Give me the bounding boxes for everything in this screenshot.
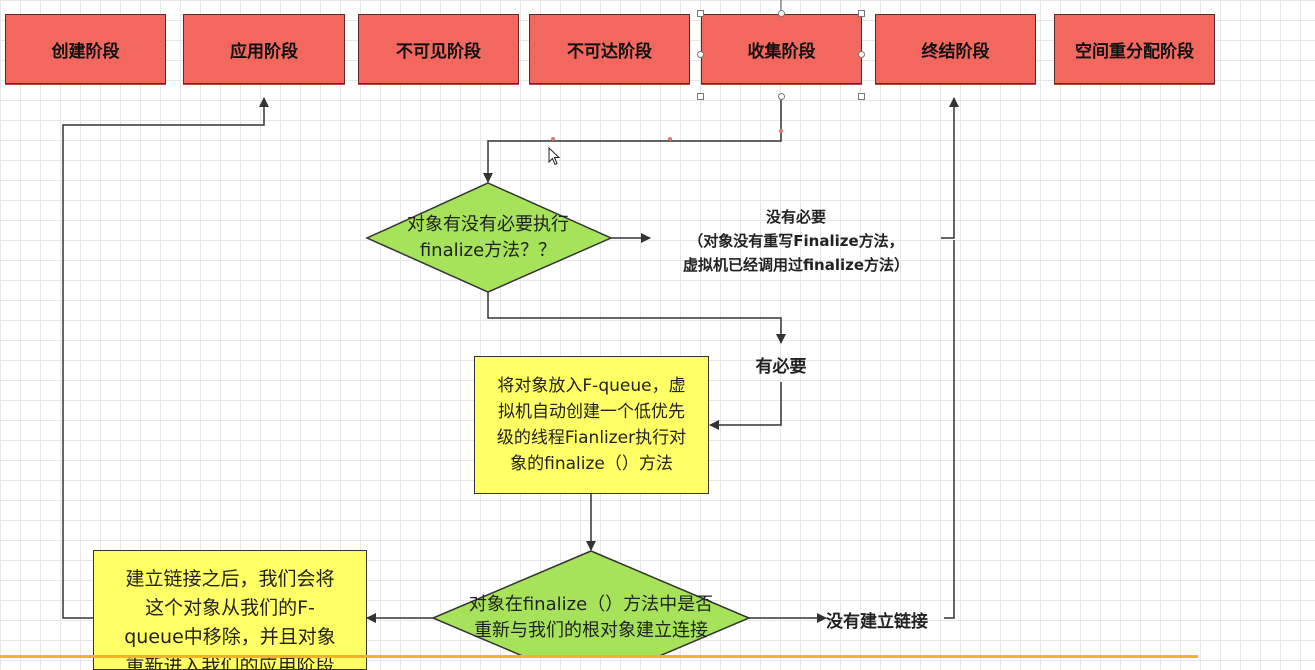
connector-no-need-to-terminate — [941, 97, 959, 239]
decision-2-text: 对象在finalize（）方法中是否 重新与我们的根对象建立连接 — [440, 592, 742, 644]
decision-2-line2: 重新与我们的根对象建立连接 — [474, 620, 708, 641]
selection-handle[interactable] — [858, 51, 865, 58]
no-link-label: 没有建立链接 — [826, 612, 928, 632]
no-need-label: 没有必要 （对象没有重写Finalize方法， 虚拟机已经调用过finalize… — [652, 205, 940, 277]
decision-2-line1: 对象在finalize（）方法中是否 — [468, 594, 714, 615]
queue-box-line3: 级的线程Fianlizer执行对 — [496, 428, 687, 448]
stage-invisible[interactable]: 不可见阶段 — [358, 14, 519, 84]
stage-unreachable[interactable]: 不可达阶段 — [529, 14, 690, 84]
stage-apply[interactable]: 应用阶段 — [183, 14, 345, 84]
mouse-cursor-icon — [548, 147, 561, 166]
guide-dot — [551, 137, 555, 141]
decision-1-text: 对象有没有必要执行 finalize方法？？ — [380, 212, 596, 264]
guide-dot — [779, 129, 783, 133]
connector-collect-to-decision — [483, 97, 782, 183]
decision-1-line2: finalize方法？？ — [419, 240, 557, 261]
selection-handle[interactable] — [697, 51, 704, 58]
relinked-box-line2: 这个对象从我们的F- — [145, 597, 315, 619]
stage-terminate[interactable]: 终结阶段 — [875, 14, 1036, 84]
stage-collect[interactable]: 收集阶段 — [701, 14, 862, 84]
queue-box-line2: 拟机自动创建一个低优先 — [498, 402, 685, 422]
connector-relinked-to-apply — [62, 97, 269, 619]
relinked-process-box[interactable]: 建立链接之后，我们会将 这个对象从我们的F- queue中移除，并且对象 重新进… — [93, 550, 367, 670]
selection-handle[interactable] — [778, 93, 785, 100]
decision-1-line1: 对象有没有必要执行 — [407, 214, 569, 235]
no-need-line2: 虚拟机已经调用过finalize方法） — [682, 256, 910, 274]
need-label: 有必要 — [755, 357, 807, 377]
relinked-box-line1: 建立链接之后，我们会将 — [125, 568, 335, 590]
no-need-title: 没有必要 — [765, 208, 826, 226]
selection-handle[interactable] — [858, 10, 865, 17]
queue-box-line1: 将对象放入F-queue，虚 — [497, 376, 686, 396]
decision-diamond-1[interactable] — [365, 182, 613, 293]
connector-decision-to-need — [487, 292, 786, 344]
relinked-box-line3: queue中移除，并且对象 — [124, 626, 336, 648]
decision-diamond-2[interactable] — [431, 550, 751, 658]
selection-handle[interactable] — [697, 10, 704, 17]
selection-handle[interactable] — [858, 93, 865, 100]
queue-process-box[interactable]: 将对象放入F-queue，虚 拟机自动创建一个低优先 级的线程Fianlizer… — [474, 356, 709, 494]
connector-need-to-queue — [709, 382, 782, 430]
queue-box-line4: 象的finalize（）方法 — [510, 454, 673, 474]
selection-handle[interactable] — [778, 10, 785, 17]
no-need-line1: （对象没有重写Finalize方法， — [688, 232, 904, 250]
stage-realloc[interactable]: 空间重分配阶段 — [1054, 14, 1215, 84]
bottom-accent-bar — [0, 655, 1198, 658]
connector-no-link-to-terminate — [944, 240, 955, 619]
guide-dot — [668, 137, 672, 141]
selection-handle[interactable] — [697, 93, 704, 100]
stage-create[interactable]: 创建阶段 — [5, 14, 166, 84]
